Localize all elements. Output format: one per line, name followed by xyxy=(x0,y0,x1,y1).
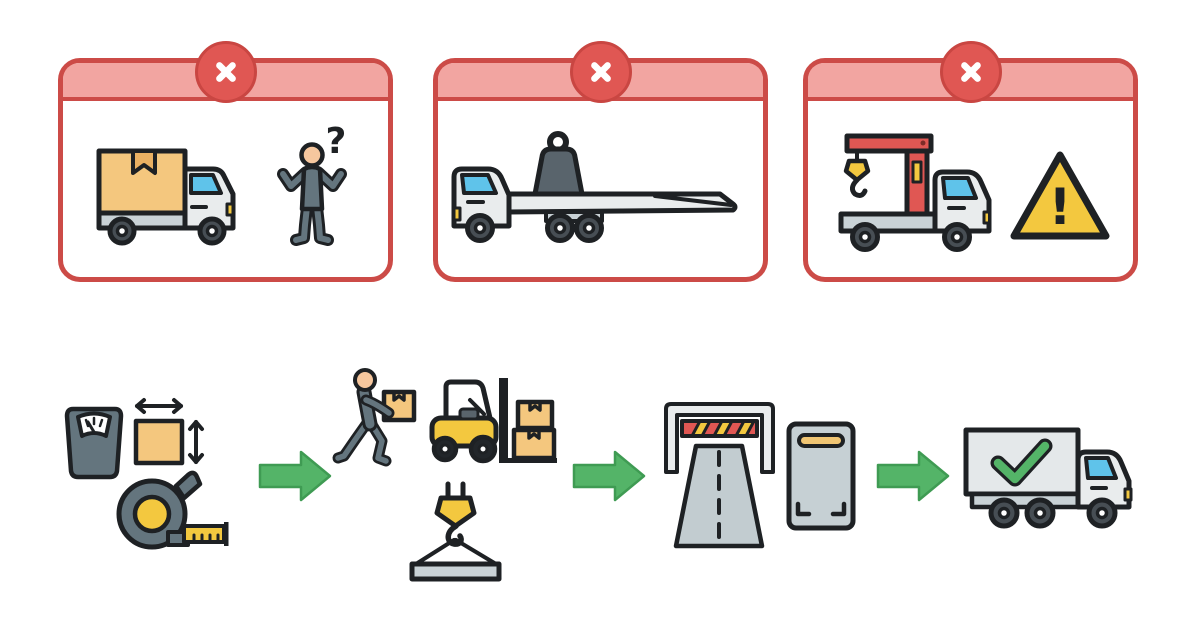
x-badge xyxy=(569,41,632,103)
tape-reel xyxy=(132,494,172,534)
x-icon xyxy=(215,62,236,82)
triangle xyxy=(1010,151,1110,240)
wheel xyxy=(850,222,880,252)
flow-arrow-1 xyxy=(258,450,332,502)
prohibited-card-3: ! xyxy=(803,41,1138,282)
question-mark: ? xyxy=(326,121,347,162)
x-icon xyxy=(960,62,981,82)
box-flap xyxy=(131,149,157,175)
road xyxy=(673,443,765,549)
x-badge xyxy=(194,41,257,103)
hazard-bar xyxy=(680,419,759,438)
marker-light xyxy=(1123,487,1133,502)
tape-ticks xyxy=(192,533,220,543)
worker-carrying-box-icon xyxy=(332,368,417,467)
forklift-seat xyxy=(458,407,480,421)
flow-arrow-2 xyxy=(572,450,646,502)
head xyxy=(299,142,325,168)
hook-block xyxy=(843,158,871,183)
prohibited-card-2 xyxy=(433,41,768,282)
tape-tab xyxy=(173,470,203,501)
exclamation-mark: ! xyxy=(1049,178,1072,236)
forklift-mast xyxy=(499,378,508,462)
hook xyxy=(445,523,464,547)
hook-block xyxy=(434,495,477,529)
confused-person-icon: ? xyxy=(277,121,347,246)
box-flap xyxy=(392,390,406,402)
crane-hook-icon xyxy=(409,481,502,582)
prohibited-card-1: ? xyxy=(58,41,393,282)
wheel xyxy=(942,222,972,252)
wheel xyxy=(465,213,495,243)
flatbed-truck-icon xyxy=(451,131,738,243)
forklift-fork xyxy=(499,458,557,463)
truck-with-checkmark-icon xyxy=(963,427,1133,529)
marker-light xyxy=(225,202,235,217)
post-slot xyxy=(911,160,923,184)
measured-box xyxy=(133,418,185,466)
hook xyxy=(849,177,868,198)
cab-window xyxy=(460,173,498,195)
wheel xyxy=(574,213,604,243)
weighbridge-panel-icon xyxy=(786,421,856,531)
dial-needle xyxy=(86,420,96,434)
flow-arrow-3 xyxy=(876,450,950,502)
crane-truck-icon xyxy=(838,133,992,252)
lifted-beam xyxy=(409,561,502,582)
wheel xyxy=(1024,497,1056,529)
weighing-scale-icon xyxy=(64,406,124,480)
wheel xyxy=(988,497,1020,529)
height-restriction-gantry-icon xyxy=(664,402,775,549)
slings xyxy=(414,538,498,566)
wheel xyxy=(197,216,227,246)
cab-window xyxy=(1084,456,1118,480)
tape-measure-icon xyxy=(116,470,229,550)
box-with-dimensions-icon xyxy=(133,398,204,466)
crane-boom xyxy=(844,133,934,154)
gantry-frame xyxy=(664,402,775,474)
width-arrow xyxy=(135,398,183,414)
boom-pin xyxy=(920,140,926,146)
x-icon xyxy=(590,62,611,82)
box-flap xyxy=(528,400,542,412)
wheel xyxy=(107,216,137,246)
wheel xyxy=(1086,497,1118,529)
box-truck-icon xyxy=(96,148,236,246)
cage-strut xyxy=(468,398,486,416)
wheel xyxy=(545,213,575,243)
warning-triangle-icon: ! xyxy=(1010,151,1110,240)
marker-light xyxy=(452,206,462,222)
panel-slot xyxy=(797,433,845,448)
wheel xyxy=(431,435,459,463)
checkmark-icon xyxy=(993,441,1050,484)
pallet-box xyxy=(515,399,555,431)
heavy-weight xyxy=(532,146,585,197)
height-arrow xyxy=(188,420,204,464)
head xyxy=(353,368,377,392)
tape-hook xyxy=(224,522,229,546)
cab-window xyxy=(189,173,223,195)
wheel xyxy=(468,434,498,464)
axle-box xyxy=(544,210,604,223)
deck-edge xyxy=(653,194,733,207)
truck-bed xyxy=(969,491,1083,510)
corner-brackets xyxy=(795,501,847,517)
cab-window xyxy=(941,176,978,200)
forklift-icon xyxy=(429,378,557,464)
panel-body xyxy=(786,421,856,531)
x-badge xyxy=(939,41,1002,103)
box-flap xyxy=(527,428,541,440)
marker-light xyxy=(982,210,991,225)
torso xyxy=(299,164,325,212)
